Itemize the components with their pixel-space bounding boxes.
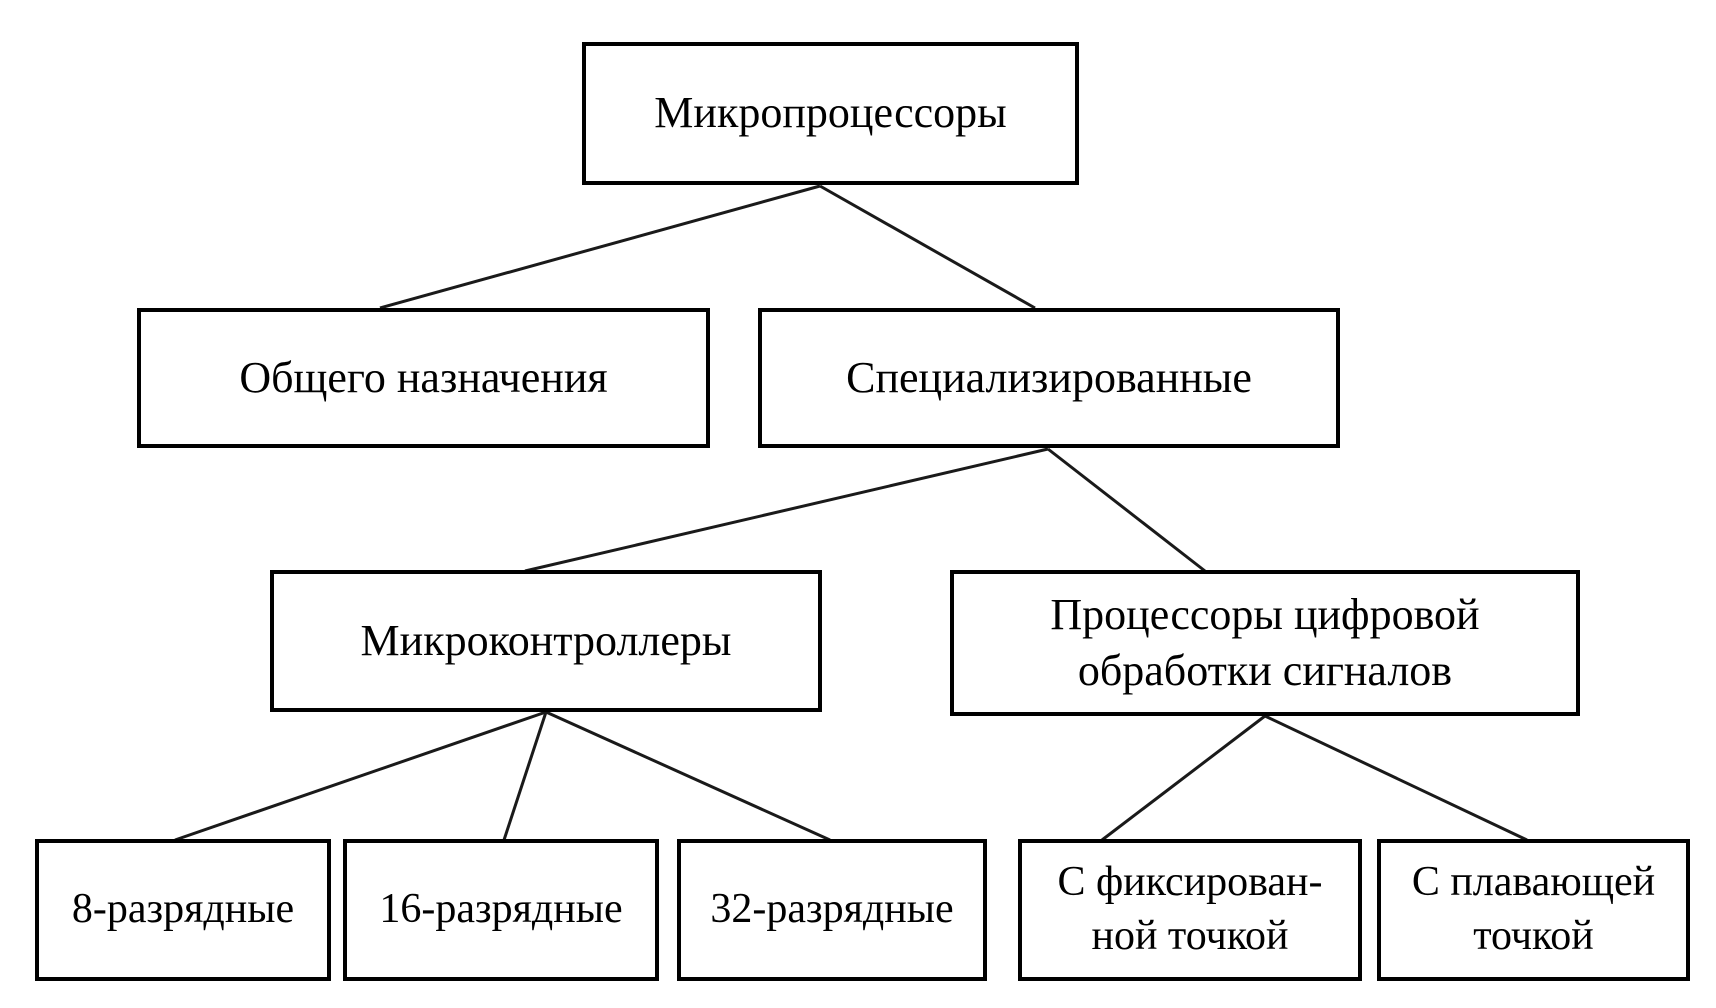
node-digital-signal-processors: Процессоры цифровой обработки сигналов — [950, 570, 1580, 716]
node-floating-point: С плавающей точкой — [1377, 839, 1690, 981]
node-32bit-label: 32-разрядные — [710, 886, 954, 933]
node-32bit: 32-разрядные — [677, 839, 987, 981]
edge-mcu-bit8 — [174, 710, 547, 842]
edge-special-mcu — [524, 447, 1049, 573]
node-8bit-label: 8-разрядные — [71, 886, 295, 933]
node-microcontrollers: Микроконтроллеры — [270, 570, 822, 712]
node-specialized: Специализированные — [758, 308, 1340, 448]
node-general-purpose: Общего назначения — [137, 308, 710, 448]
node-microcontrollers-label: Микроконтроллеры — [360, 615, 732, 665]
node-specialized-label: Специализированные — [846, 352, 1252, 402]
node-16bit-label: 16-разрядные — [379, 886, 623, 933]
node-fixed-point-label: С фиксирован- ной точкой — [1057, 859, 1323, 959]
node-microprocessors-label: Микропроцессоры — [654, 88, 1007, 138]
edge-mcu-bit32 — [545, 710, 831, 842]
node-floating-point-label: С плавающей точкой — [1411, 859, 1656, 959]
node-general-purpose-label: Общего назначения — [239, 352, 608, 402]
node-16bit: 16-разрядные — [343, 839, 659, 981]
edge-dsp-fixed — [1101, 714, 1266, 842]
node-microprocessors: Микропроцессоры — [582, 42, 1079, 185]
node-8bit: 8-разрядные — [35, 839, 331, 981]
edge-root-special — [819, 184, 1036, 310]
edge-special-dsp — [1047, 447, 1206, 573]
node-fixed-point: С фиксирован- ной точкой — [1018, 839, 1362, 981]
edge-root-general — [379, 184, 821, 310]
edge-dsp-float — [1264, 714, 1528, 842]
node-digital-signal-processors-label: Процессоры цифровой обработки сигналов — [1050, 589, 1480, 695]
edge-mcu-bit16 — [502, 711, 548, 841]
